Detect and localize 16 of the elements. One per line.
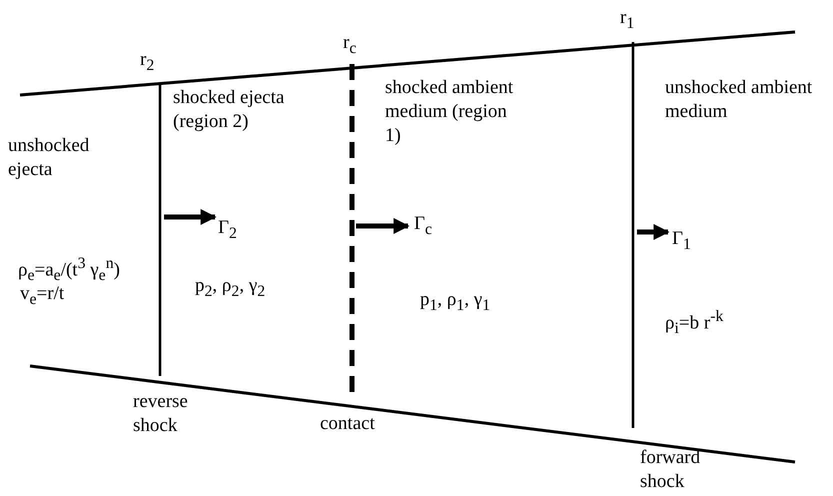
shock-label: contact [320, 412, 375, 436]
shock-label: reverse shock [133, 390, 189, 438]
equation: p$_{2}$, ρ$_{2}$, γ$_{2}$ [195, 274, 266, 302]
lorentz-factor-label: Γ$_{c}$ [414, 212, 432, 240]
shock-label: forward shock [640, 446, 702, 494]
radius-label: r$_{2}$ [140, 48, 154, 76]
radius-label: r$_{c}$ [343, 31, 356, 59]
region-label: shocked ejecta (region 2) [173, 86, 286, 134]
equation: p$_{1}$, ρ$_{1}$, γ$_{1}$ [420, 288, 490, 316]
region-label: shocked ambient medium (region 1) [385, 76, 514, 148]
lorentz-factor-label: Γ$_{1}$ [672, 227, 691, 255]
region-label: unshocked ejecta [8, 134, 90, 182]
equation: ρ$_{i}$=b r$^{-k}$ [665, 307, 724, 340]
lorentz-factor-label: Γ$_{2}$ [218, 216, 237, 244]
radius-label: r$_{1}$ [620, 6, 634, 34]
region-label: unshocked ambient medium [665, 76, 814, 124]
